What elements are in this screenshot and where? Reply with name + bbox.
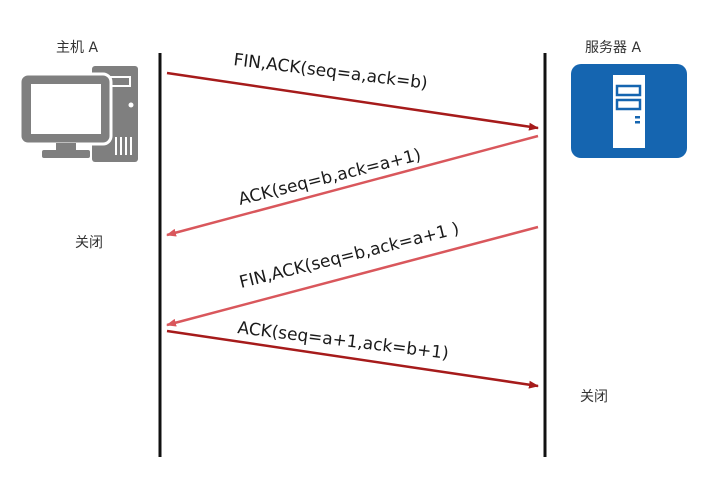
server-label: 服务器 A	[585, 40, 642, 56]
message-arrow-2	[166, 134, 539, 237]
host-closed-label: 关闭	[75, 235, 103, 251]
server-icon	[571, 64, 687, 158]
host-label: 主机 A	[56, 40, 99, 56]
desktop-computer-icon	[18, 66, 138, 162]
message-arrow-1	[166, 71, 539, 131]
message-label-2: ACK(seq=b,ack=a+1)	[236, 145, 423, 210]
message-arrow-4	[166, 329, 539, 389]
message-arrow-3	[166, 225, 539, 327]
server-closed-label: 关闭	[580, 389, 608, 405]
